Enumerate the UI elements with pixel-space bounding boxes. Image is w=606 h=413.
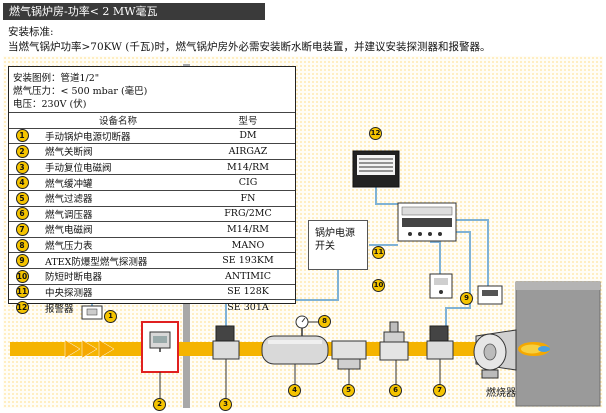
item-number-badge: 7 — [15, 222, 29, 236]
callout-badge-7: 7 — [433, 384, 446, 397]
power-switch-label-line1: 锅炉电源 — [315, 228, 355, 239]
burner-flame — [518, 342, 550, 356]
item-name: 燃气关断阀 — [35, 143, 201, 160]
spec-gas-pressure: 燃气压力：< 500 mbar (毫巴) — [13, 86, 148, 97]
page-title: 燃气锅炉房-功率< 2 MW毫瓦 — [3, 3, 265, 20]
gas-shutoff-valve — [141, 321, 179, 398]
item-type: ANTIMIC — [201, 267, 295, 285]
central-detector — [397, 202, 457, 242]
manual-reset-solenoid-valve — [212, 325, 240, 398]
callout-badge-3: 3 — [219, 398, 232, 411]
item-name: 手动复位电磁阀 — [35, 158, 201, 175]
item-type: MANO — [201, 236, 295, 253]
column-header-name: 设备名称 — [35, 112, 201, 129]
spec-voltage: 电压：230V (伏) — [13, 99, 87, 110]
callout-badge-9: 9 — [460, 292, 473, 305]
callout-badge-1: 1 — [104, 310, 117, 323]
gas-regulator — [379, 321, 409, 384]
callout-badge-4: 4 — [288, 384, 301, 397]
item-type: AIRGAZ — [201, 143, 295, 160]
table-header-row: 设备名称 型号 — [9, 112, 295, 129]
item-name: 手动锅炉电源切断器 — [35, 127, 201, 144]
item-number-badge: 5 — [15, 191, 29, 205]
item-name: 燃气调压器 — [35, 205, 201, 222]
atex-gas-detector — [477, 285, 503, 305]
item-number-badge: 6 — [15, 207, 29, 221]
item-name: 燃气过滤器 — [35, 189, 201, 207]
item-name: 燃气压力表 — [35, 236, 201, 253]
item-name: 报警器 — [35, 299, 201, 316]
item-number-badge: 9 — [15, 254, 29, 268]
burner — [473, 329, 517, 379]
item-type: SE 301A — [201, 299, 295, 316]
gas-pipe — [10, 342, 480, 356]
item-name: 中央探测器 — [35, 283, 201, 300]
callout-badge-5: 5 — [342, 384, 355, 397]
item-number-badge: 8 — [15, 238, 29, 252]
item-name: ATEX防爆型燃气探测器 — [35, 252, 201, 269]
item-number-badge: 11 — [15, 285, 29, 299]
item-number-badge: 2 — [15, 144, 29, 158]
callout-badge-10: 10 — [372, 279, 385, 292]
gas-solenoid-valve — [426, 325, 454, 384]
callout-badge-11: 11 — [372, 246, 385, 259]
item-number-badge: 3 — [15, 160, 29, 174]
standard-text: 当燃气锅炉功率>70KW (千瓦)时，燃气锅炉房外必需安装断水断电装置，并建议安… — [8, 41, 491, 53]
spec-pipe-size: 安装图例：管道1/2" — [13, 73, 100, 84]
item-type: SE 193KM — [201, 252, 295, 269]
item-name: 防短时断电器 — [35, 267, 201, 285]
item-type: M14/RM — [201, 221, 295, 238]
item-type: FRG/2MC — [201, 205, 295, 222]
pressure-gauge — [295, 315, 318, 336]
item-type: M14/RM — [201, 158, 295, 175]
callout-badge-6: 6 — [389, 384, 402, 397]
callout-badge-12: 12 — [369, 127, 382, 140]
specification-table-box: 安装图例：管道1/2" 燃气压力：< 500 mbar (毫巴) 电压：230V… — [8, 66, 296, 316]
alarm-unit — [352, 150, 400, 188]
boiler-power-switch-box: 锅炉电源 开关 — [308, 220, 368, 270]
power-switch-label-line2: 开关 — [315, 241, 335, 252]
item-type: SE 128K — [201, 283, 295, 300]
item-name: 燃气缓冲罐 — [35, 174, 201, 191]
item-type: CIG — [201, 174, 295, 191]
item-type: DM — [201, 127, 295, 144]
callout-badge-2: 2 — [153, 398, 166, 411]
column-header-type: 型号 — [201, 112, 295, 129]
item-number-badge: 12 — [15, 301, 29, 315]
item-number-badge: 4 — [15, 176, 29, 190]
burner-label: 燃烧器 — [486, 388, 516, 399]
item-name: 燃气电磁阀 — [35, 221, 201, 238]
callout-badge-8: 8 — [318, 315, 331, 328]
gas-flow-arrows — [64, 339, 115, 359]
gas-buffer-tank — [261, 335, 329, 384]
item-number-badge: 1 — [15, 129, 29, 143]
gas-filter — [331, 340, 367, 384]
item-number-badge: 10 — [15, 269, 29, 283]
item-type: FN — [201, 189, 295, 207]
anti-micro-cut-relay — [429, 273, 453, 299]
standard-heading: 安装标准: — [8, 26, 54, 38]
